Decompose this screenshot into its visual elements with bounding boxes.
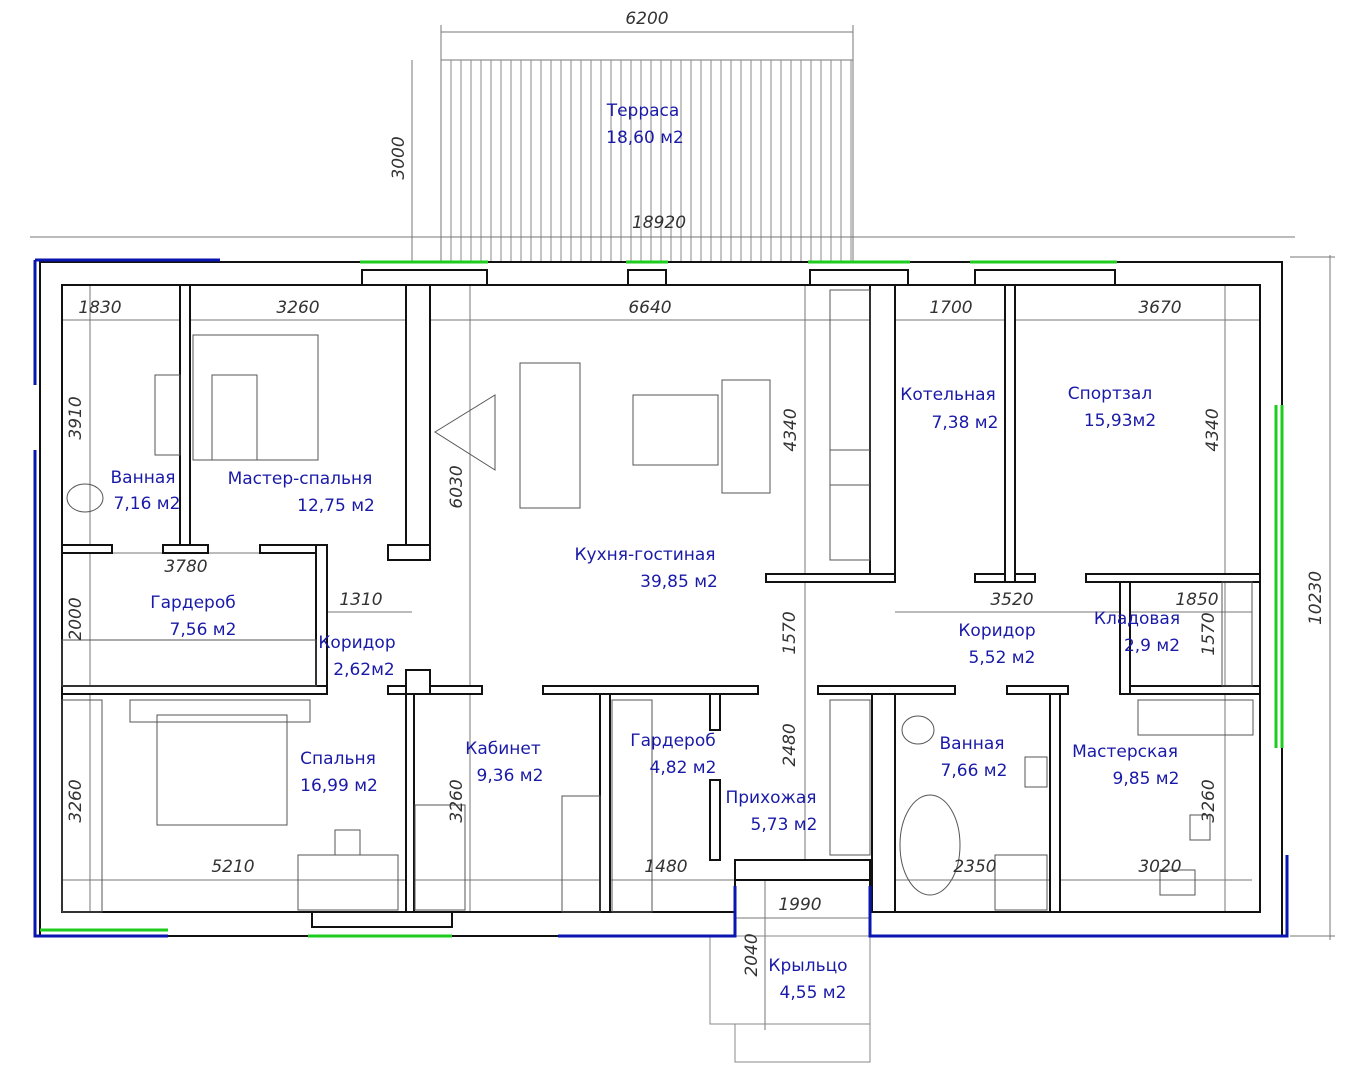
furniture [61,289,1254,913]
dimension-label: 2480 [780,723,800,766]
dimension-label: 6640 [628,298,671,318]
room-area: 9,36 м2 [477,766,544,786]
dimension-label: 6200 [625,9,668,29]
dimension-label: 3020 [1138,857,1181,877]
room-name: Кухня-гостиная [574,545,715,565]
room-area: 7,38 м2 [932,413,999,433]
room-corridor-1: Коридор 2,62м2 [318,633,395,680]
dimension-label: 1990 [778,895,821,915]
dimension-label: 3260 [1199,779,1219,822]
dimension-label: 6030 [447,465,467,508]
room-office: Кабинет 9,36 м2 [465,739,543,786]
room-bedroom: Спальня 16,99 м2 [300,749,378,796]
room-name: Крыльцо [768,956,847,976]
room-name: Кладовая [1094,609,1180,629]
dimension-label: 2000 [66,597,86,640]
room-name: Гардероб [150,593,235,613]
dimension-label: 3260 [447,779,467,822]
room-name: Спортзал [1068,384,1152,404]
room-area: 15,93м2 [1084,411,1156,431]
room-name: Мастер-спальня [228,469,373,489]
room-area: 5,52 м2 [969,648,1036,668]
dimension-label: 3000 [389,136,409,179]
room-workshop: Мастерская 9,85 м2 [1072,742,1179,789]
dimensions-vertical: 3000 3910 6030 4340 4340 10230 2000 1570… [66,136,1326,976]
dimension-label: 5210 [211,857,254,877]
room-name: Ванная [940,734,1005,754]
dimension-label: 1570 [780,611,800,654]
room-wardrobe-1: Гардероб 7,56 м2 [150,593,236,640]
room-name: Гардероб [630,731,715,751]
room-name: Коридор [958,621,1035,641]
room-boiler: Котельная 7,38 м2 [900,385,998,433]
room-name: Коридор [318,633,395,653]
dimension-label: 2040 [742,933,762,976]
terrace [440,59,854,263]
dimension-label: 1850 [1175,590,1218,610]
dimension-label: 1480 [644,857,687,877]
porch [709,935,871,1063]
dimension-label: 3520 [990,590,1033,610]
dimension-label: 4340 [781,408,801,451]
room-gym: Спортзал 15,93м2 [1068,384,1156,431]
room-name: Котельная [900,385,995,405]
dimension-label: 4340 [1203,408,1223,451]
room-pantry: Кладовая 2,9 м2 [1094,609,1180,656]
room-area: 9,85 м2 [1113,769,1180,789]
room-name: Кабинет [465,739,541,759]
dimensions-horizontal: 6200 18920 1830 3260 6640 1700 3670 3780… [78,9,1218,915]
dimension-lines [30,25,1335,1030]
room-name: Спальня [300,749,376,769]
room-name: Прихожая [725,788,816,808]
dimension-label: 3260 [66,779,86,822]
dimension-label: 1310 [339,590,382,610]
dimension-label: 1700 [929,298,972,318]
room-bathroom-1: Ванная 7,16 м2 [111,468,181,514]
dimension-label: 3260 [276,298,319,318]
room-area: 4,82 м2 [650,758,717,778]
room-kitchen-living: Кухня-гостиная 39,85 м2 [574,545,717,592]
dimension-label: 1570 [1199,612,1219,655]
dimension-label: 3780 [164,557,207,577]
room-area: 7,66 м2 [941,761,1008,781]
room-name: Мастерская [1072,742,1178,762]
room-name: Ванная [111,468,176,488]
room-area: 2,9 м2 [1124,636,1180,656]
dimension-label: 1830 [78,298,121,318]
room-name: Терраса [606,101,680,121]
room-area: 4,55 м2 [780,983,847,1003]
room-area: 12,75 м2 [297,496,375,516]
room-area: 7,16 м2 [114,494,181,514]
room-bathroom-2: Ванная 7,66 м2 [940,734,1008,781]
room-hallway: Прихожая 5,73 м2 [725,788,817,835]
room-master-bedroom: Мастер-спальня 12,75 м2 [228,469,375,516]
windows [33,258,1289,938]
room-corridor-2: Коридор 5,52 м2 [958,621,1035,668]
dimension-label: 10230 [1306,571,1326,625]
room-area: 2,62м2 [333,660,395,680]
dimension-label: 2350 [953,857,996,877]
room-porch: Крыльцо 4,55 м2 [768,956,847,1003]
room-area: 39,85 м2 [640,572,718,592]
room-labels: Терраса 18,60 м2 Ванная 7,16 м2 Мастер-спа… [111,101,1181,1003]
room-area: 7,56 м2 [170,620,237,640]
room-area: 18,60 м2 [606,128,684,148]
dimension-label: 18920 [632,213,686,233]
dimension-label: 3670 [1138,298,1181,318]
dimension-label: 3910 [66,396,86,439]
room-wardrobe-2: Гардероб 4,82 м2 [630,731,716,778]
room-area: 5,73 м2 [751,815,818,835]
room-terrace: Терраса 18,60 м2 [606,101,684,148]
room-area: 16,99 м2 [300,776,378,796]
